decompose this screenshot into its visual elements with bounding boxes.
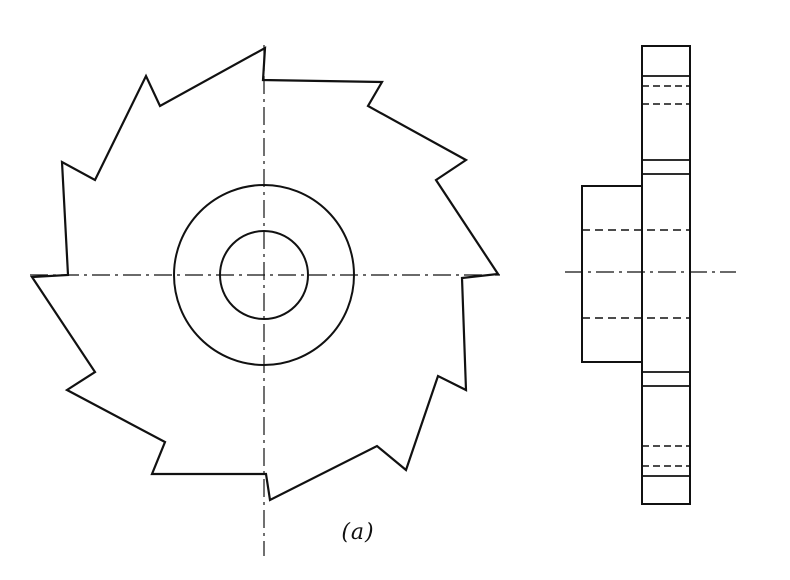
figure-caption: (a) [341, 520, 375, 545]
cutter-toothed-outline [30, 46, 500, 502]
blade-rectangle [641, 45, 691, 505]
side-view [565, 45, 736, 505]
hub-rectangle [581, 185, 643, 363]
front-view [30, 45, 500, 556]
